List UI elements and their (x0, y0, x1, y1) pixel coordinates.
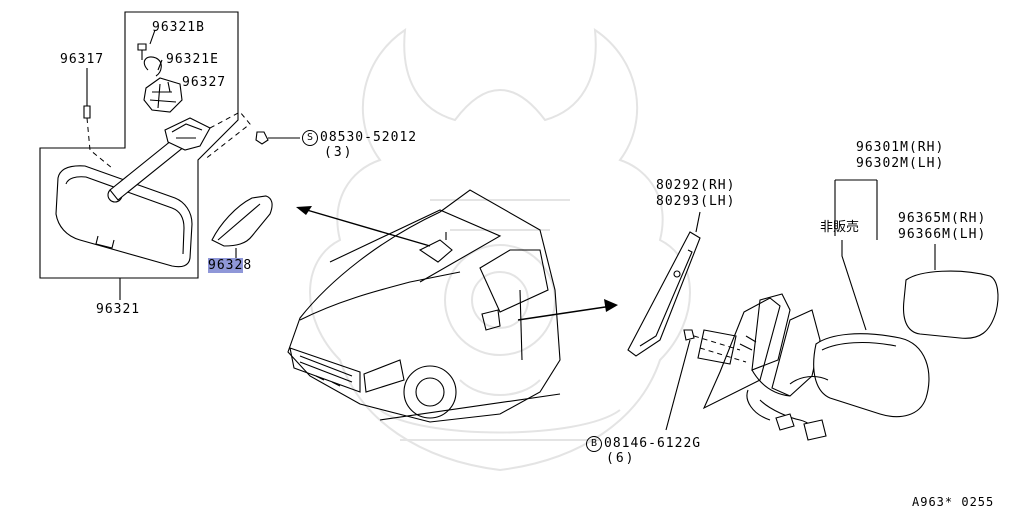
label-96302M: 96302M(LH) (856, 156, 945, 171)
label-96317: 96317 (60, 52, 105, 67)
label-80292: 80292(RH) (656, 178, 736, 193)
label-not-for-sale: 非販売 (820, 220, 860, 235)
door-mirror-drawing (702, 293, 930, 441)
bolt-s-part-number: 08530-52012 (320, 130, 418, 145)
vehicle-drawing (287, 189, 561, 423)
label-96327: 96327 (182, 75, 227, 90)
screw-s-drawing (255, 131, 269, 145)
label-96365M: 96365M(RH) (898, 211, 987, 226)
label-96321B: 96321B (152, 20, 205, 35)
mirror-glass-drawing (902, 270, 999, 339)
label-96301M: 96301M(RH) (856, 140, 945, 155)
label-96328[interactable]: 96328 (208, 258, 252, 273)
label-80293: 80293(LH) (656, 194, 736, 209)
label-96328-highlight: 9632 (208, 258, 244, 273)
rearview-mirror-drawing (55, 43, 251, 268)
mirror-cover-drawing (211, 195, 273, 247)
label-96321: 96321 (96, 302, 141, 317)
b-circle-icon: B (586, 436, 602, 452)
inset-box (39, 11, 239, 279)
watermark-crest (309, 27, 691, 472)
label-96328-rest: 8 (243, 258, 253, 273)
bolt-b-part-number: 08146-6122G (604, 436, 702, 451)
label-96366M: 96366M(LH) (898, 227, 987, 242)
label-96321E: 96321E (166, 52, 219, 67)
diagram-id: A963* 0255 (912, 495, 995, 509)
bolt-b-drawing (683, 329, 695, 341)
label-bolt-s-qty: (3) (324, 145, 354, 160)
s-circle-icon: S (302, 130, 318, 146)
label-bolt-b-qty: (6) (606, 451, 636, 466)
door-garnish-drawing (627, 211, 701, 357)
